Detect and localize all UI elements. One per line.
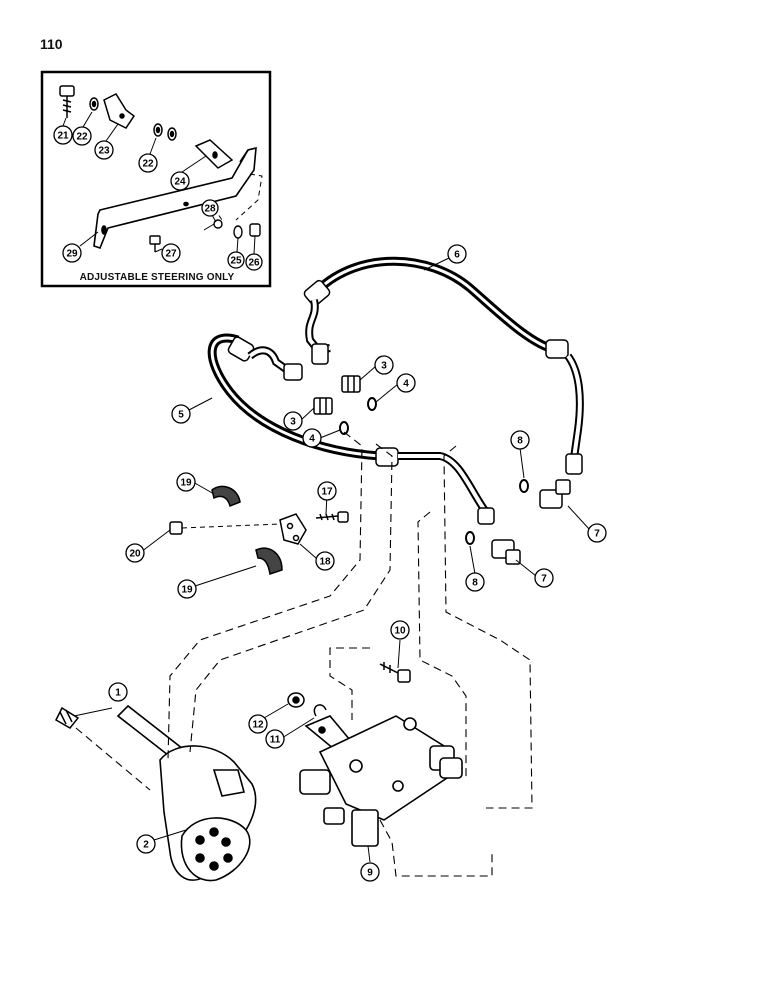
o-rings-4 <box>339 397 377 435</box>
callout-1: 1 <box>108 682 128 702</box>
elbow-7-upper <box>539 479 571 509</box>
inset-small-parts <box>149 219 261 252</box>
callout-21: 21 <box>53 125 73 145</box>
hose-5 <box>207 333 381 461</box>
callout-6: 6 <box>447 244 467 264</box>
callout-9: 9 <box>360 862 380 882</box>
adapter-3-upper <box>341 375 361 393</box>
callout-27: 27 <box>161 243 181 263</box>
callout-17: 17 <box>317 481 337 501</box>
inset-clip-part <box>103 93 136 129</box>
o-rings-8 <box>465 479 529 545</box>
inset-bracket-part <box>93 146 257 249</box>
callout-3a-label: 3 <box>381 361 387 372</box>
ring-11 <box>313 704 327 717</box>
callout-29: 29 <box>62 243 82 263</box>
callout-7b: 7 <box>534 568 554 588</box>
callout-9-label: 9 <box>367 868 373 879</box>
callout-19a-label: 19 <box>180 478 192 489</box>
inset-washer-part <box>89 97 99 111</box>
callout-2-label: 2 <box>143 840 149 851</box>
callout-2: 2 <box>136 834 156 854</box>
hose-6 <box>314 256 558 355</box>
callout-4b-label: 4 <box>309 434 315 445</box>
routing-dash-lines <box>75 431 533 877</box>
callout-12: 12 <box>248 714 268 734</box>
screw-17 <box>315 511 349 523</box>
callout-11: 11 <box>265 729 285 749</box>
callout-7b-label: 7 <box>541 574 547 585</box>
hose-fitting-6-right <box>545 339 584 475</box>
callout-22a-label: 22 <box>76 132 88 143</box>
page-number: 110 <box>40 36 63 52</box>
nut-12 <box>287 692 305 708</box>
bolt-10 <box>379 662 411 683</box>
callout-24-label: 24 <box>174 177 186 188</box>
callout-3a: 3 <box>374 355 394 375</box>
inset-washer-pair <box>153 123 177 141</box>
callout-23: 23 <box>94 140 114 160</box>
callout-4a-label: 4 <box>403 379 409 390</box>
callout-18: 18 <box>315 551 335 571</box>
callout-5: 5 <box>171 404 191 424</box>
callout-18-label: 18 <box>319 557 331 568</box>
inset-box <box>40 70 272 288</box>
callout-7a-label: 7 <box>594 529 600 540</box>
callout-19a: 19 <box>176 472 196 492</box>
pump-2 <box>116 704 257 882</box>
clamp-19-lower <box>255 547 283 575</box>
dash-line-20 <box>181 523 281 529</box>
callout-26: 26 <box>245 253 263 271</box>
adapter-3-lower <box>313 397 333 415</box>
hose-fitting-5-left <box>227 336 303 381</box>
clamp-19-upper <box>211 485 241 508</box>
callout-8b: 8 <box>465 572 485 592</box>
callout-10-label: 10 <box>394 626 406 637</box>
callout-22b: 22 <box>138 153 158 173</box>
callout-28-label: 28 <box>204 204 216 215</box>
screw-1 <box>55 706 80 729</box>
callout-6-label: 6 <box>454 250 460 261</box>
callout-8b-label: 8 <box>472 578 478 589</box>
callout-21-label: 21 <box>57 131 69 142</box>
callout-10: 10 <box>390 620 410 640</box>
plate-18 <box>279 513 307 545</box>
hose-fitting-5-right <box>375 447 495 525</box>
callout-22b-label: 22 <box>142 159 154 170</box>
callout-25-label: 25 <box>230 256 242 267</box>
valve-9 <box>299 715 463 847</box>
callout-20-label: 20 <box>129 549 141 560</box>
callout-3b-label: 3 <box>290 417 296 428</box>
callout-29-label: 29 <box>66 249 78 260</box>
callout-28: 28 <box>201 199 219 217</box>
callout-26-label: 26 <box>248 258 260 269</box>
callout-5-label: 5 <box>178 410 184 421</box>
callout-19b-label: 19 <box>181 585 193 596</box>
callout-11-label: 11 <box>270 735 281 746</box>
callout-leaders <box>62 111 591 863</box>
callout-22a: 22 <box>72 126 92 146</box>
callout-17-label: 17 <box>321 487 333 498</box>
hose-fitting-6-left <box>303 279 331 365</box>
callout-27-label: 27 <box>165 249 177 260</box>
callout-20: 20 <box>125 543 145 563</box>
callout-23-label: 23 <box>98 146 110 157</box>
callout-4a: 4 <box>396 373 416 393</box>
callout-4b: 4 <box>302 428 322 448</box>
inset-strap-part <box>194 139 234 169</box>
callout-24: 24 <box>170 171 190 191</box>
inset-caption: ADJUSTABLE STEERING ONLY <box>79 272 235 283</box>
callout-7a: 7 <box>587 523 607 543</box>
callout-8a-label: 8 <box>517 436 523 447</box>
callout-1-label: 1 <box>115 688 121 699</box>
callout-8a: 8 <box>510 430 530 450</box>
nut-20 <box>169 521 183 535</box>
inset-bolt-part <box>59 85 75 118</box>
callout-25: 25 <box>227 251 245 269</box>
callout-19b: 19 <box>177 579 197 599</box>
callout-12-label: 12 <box>252 720 264 731</box>
callout-3b: 3 <box>283 411 303 431</box>
